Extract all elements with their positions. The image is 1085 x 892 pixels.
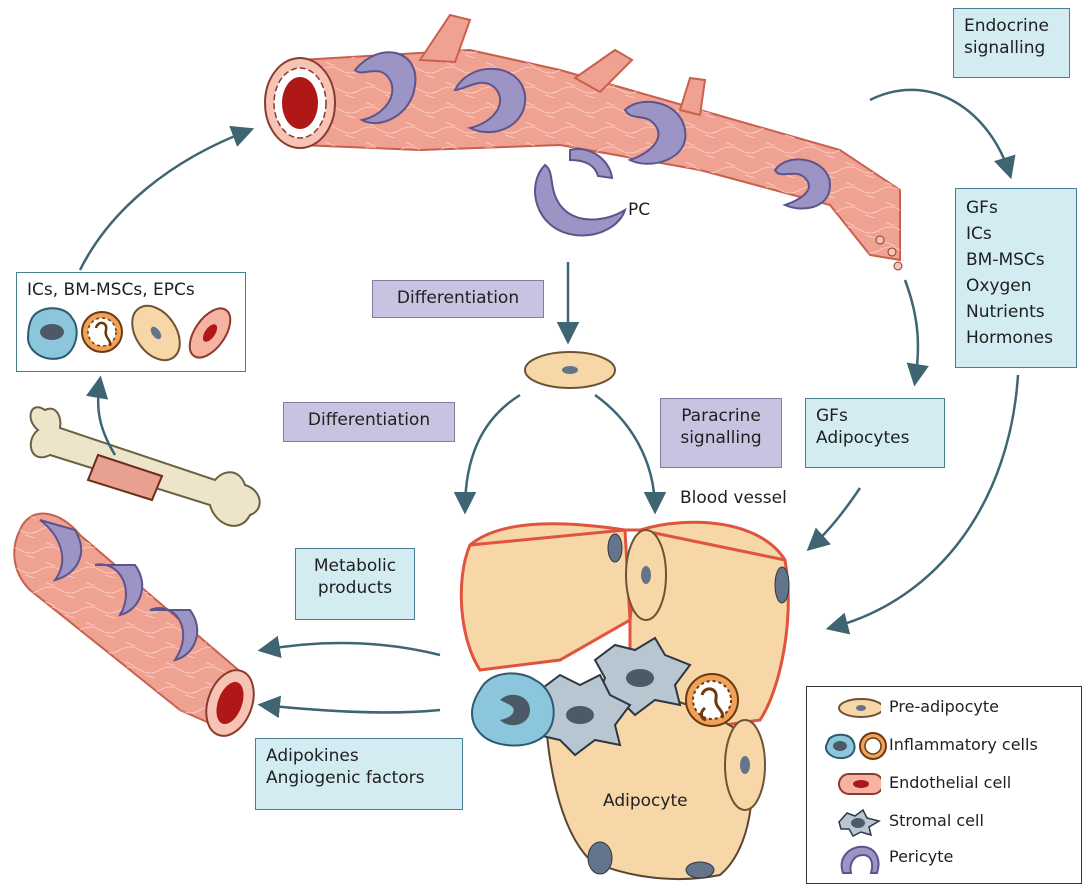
arrow-recruited-to-vessel — [80, 130, 250, 270]
blood-vessel-label: Blood vessel — [680, 488, 787, 508]
differentiation-left-label: Differentiation — [308, 410, 430, 430]
pericyte-icon — [821, 843, 881, 879]
differentiation-top-label: Differentiation — [397, 288, 519, 308]
adipocyte-left — [461, 524, 630, 670]
arrow-vessel-to-paracrine — [905, 280, 918, 382]
paracrine-line-1: Paracrine — [671, 405, 771, 427]
pericyte-pc — [535, 149, 625, 235]
recruited-cells-box: ICs, BM-MSCs, EPCs — [16, 272, 246, 372]
recruited-cells-label: ICs, BM-MSCs, EPCs — [27, 280, 195, 300]
arrow-preadipocyte-to-right — [595, 395, 655, 510]
pre-adipocyte-icon — [821, 693, 881, 723]
bone — [31, 407, 260, 526]
pc-label: PC — [628, 200, 650, 220]
legend: Pre-adipocyte Inflammatory cells Endothe… — [806, 686, 1082, 884]
factor-bm-mscs: BM-MSCs — [966, 247, 1066, 273]
paracrine-factors-box: GFs Adipocytes — [805, 398, 945, 468]
paracrine-factor-gfs: GFs — [816, 405, 934, 427]
endothelial-cell-icon — [821, 769, 881, 799]
differentiation-left-box: Differentiation — [283, 402, 455, 442]
legend-pre-adipocyte: Pre-adipocyte — [889, 697, 999, 716]
arrow-paracrine-to-adipose — [810, 488, 860, 548]
pre-adipocyte-center — [525, 352, 615, 388]
metabolic-line-1: Metabolic — [306, 555, 404, 577]
arrow-adipokines — [262, 705, 440, 712]
factor-oxygen: Oxygen — [966, 273, 1066, 299]
endocrine-line-2: signalling — [964, 37, 1059, 59]
legend-row-pericyte: Pericyte — [807, 843, 1081, 873]
metabolic-line-2: products — [306, 577, 404, 599]
legend-row-pre-adipocyte: Pre-adipocyte — [807, 693, 1081, 723]
factor-ics: ICs — [966, 221, 1066, 247]
legend-pericyte: Pericyte — [889, 847, 953, 866]
adipokines-line-1: Adipokines — [266, 745, 452, 767]
legend-endothelial: Endothelial cell — [889, 773, 1011, 792]
differentiation-top-box: Differentiation — [372, 280, 544, 318]
legend-row-endothelial: Endothelial cell — [807, 769, 1081, 799]
paracrine-signalling-box: Paracrine signalling — [660, 398, 782, 468]
legend-row-inflammatory: Inflammatory cells — [807, 731, 1081, 761]
stromal-cell-icon — [821, 807, 881, 837]
legend-inflammatory: Inflammatory cells — [889, 735, 1038, 754]
bottom-left-vessel — [14, 514, 262, 743]
adipose-tissue — [461, 522, 789, 879]
paracrine-factor-adipocytes: Adipocytes — [816, 427, 934, 449]
endocrine-factors-box: GFs ICs BM-MSCs Oxygen Nutrients Hormone… — [955, 188, 1077, 368]
metabolic-products-box: Metabolic products — [295, 548, 415, 620]
adipocyte-label: Adipocyte — [603, 791, 688, 811]
adipokines-box: Adipokines Angiogenic factors — [255, 738, 463, 810]
adipokines-line-2: Angiogenic factors — [266, 767, 452, 789]
factor-gfs: GFs — [966, 195, 1066, 221]
arrow-vessel-to-endocrine — [870, 90, 1010, 175]
endocrine-signalling-box: Endocrine signalling — [953, 8, 1070, 78]
arrow-metabolic — [262, 643, 440, 655]
paracrine-line-2: signalling — [671, 427, 771, 449]
legend-row-stromal: Stromal cell — [807, 807, 1081, 837]
legend-stromal: Stromal cell — [889, 811, 984, 830]
arrow-preadipocyte-to-left — [465, 395, 520, 510]
factor-nutrients: Nutrients — [966, 299, 1066, 325]
endocrine-line-1: Endocrine — [964, 15, 1059, 37]
factor-hormones: Hormones — [966, 325, 1066, 351]
inflammatory-cells-icon — [821, 731, 891, 761]
